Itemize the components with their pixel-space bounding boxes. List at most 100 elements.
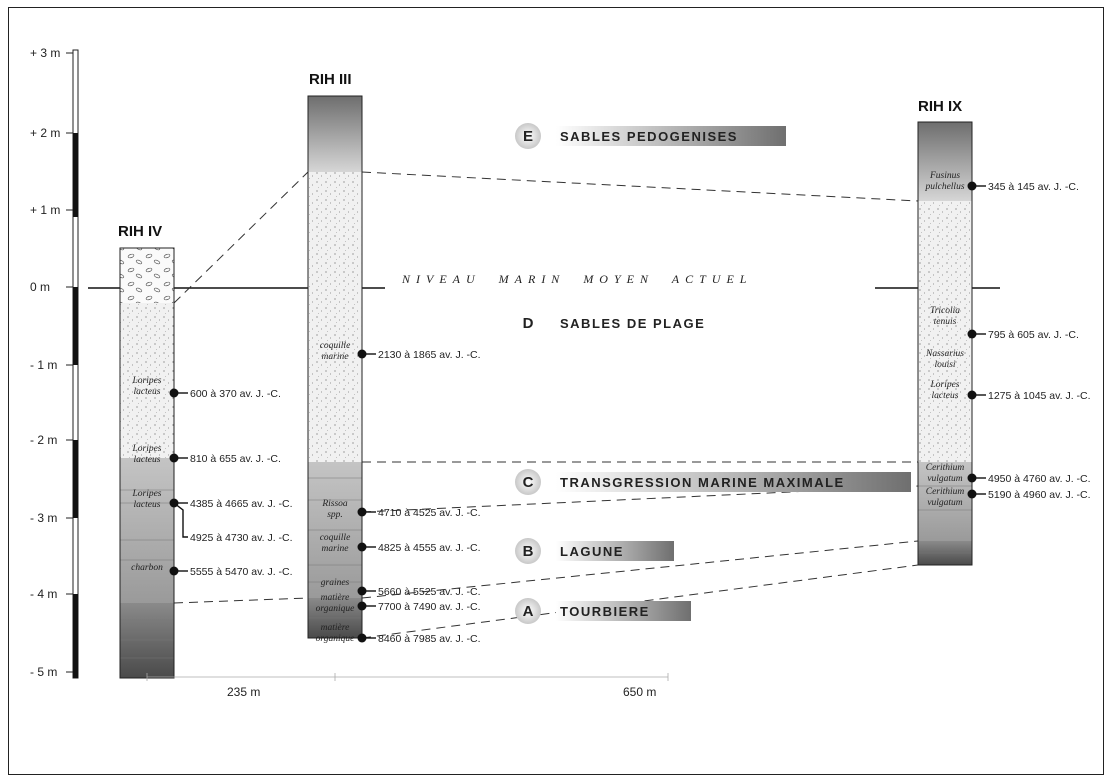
date-label: 7700 à 7490 av. J. -C. [378, 601, 481, 613]
sample-dot [357, 633, 367, 643]
unit-letter: E [523, 128, 533, 145]
scale-segment [73, 133, 78, 217]
column-rih-ix: RIH IX [917, 98, 973, 566]
sample-dot [967, 390, 977, 400]
taxon-label: vulgatum [927, 474, 962, 484]
unit-letter: D [523, 315, 534, 332]
date-label: 4710 à 4525 av. J. -C. [378, 507, 481, 519]
sample-dot [967, 329, 977, 339]
depth-label: - 2 m [30, 433, 57, 447]
correlation-line [361, 564, 919, 639]
date-label: 2130 à 1865 av. J. -C. [378, 349, 481, 361]
distance-axis: 235 m 650 m [146, 673, 669, 699]
taxon-label: marine [322, 352, 349, 362]
taxon-label: Loripes [929, 380, 959, 390]
unit-name: SABLES DE PLAGE [560, 316, 705, 331]
correlation-line [173, 597, 309, 604]
taxon-label: Loripes [131, 444, 161, 454]
unit-name: TRANSGRESSION MARINE MAXIMALE [560, 475, 845, 490]
date-label: 4825 à 4555 av. J. -C. [378, 542, 481, 554]
date-label: 4385 à 4665 av. J. -C. [190, 498, 293, 510]
taxon-label: coquille [320, 341, 351, 351]
taxon-label: vulgatum [927, 498, 962, 508]
layer-beach-sand [918, 201, 972, 462]
column-rih-iv: RIH IV [118, 223, 175, 679]
column-rih-iii: RIH III [307, 71, 363, 639]
layer-pebbles [120, 248, 174, 303]
depth-label: + 3 m [30, 46, 60, 60]
date-label: 345 à 145 av. J. -C. [988, 181, 1079, 193]
taxon-label: pulchellus [924, 182, 964, 192]
sample-dot [169, 453, 179, 463]
date-label: 5190 à 4960 av. J. -C. [988, 489, 1091, 501]
taxon-label: lacteus [134, 455, 161, 465]
correlation-lines [173, 171, 919, 639]
sample-dot [967, 181, 977, 191]
depth-label: + 1 m [30, 203, 60, 217]
sea-level-label: NIVEAU MARIN MOYEN ACTUEL [401, 272, 752, 286]
taxon-label: Loripes [131, 376, 161, 386]
taxon-label: lacteus [134, 387, 161, 397]
scale-segment [73, 440, 78, 518]
date-label: 810 à 655 av. J. -C. [190, 453, 281, 465]
layer-pedogenised-sand [308, 96, 362, 172]
taxon-label: lacteus [134, 500, 161, 510]
date-label: 600 à 370 av. J. -C. [190, 388, 281, 400]
unit-label-bg [556, 472, 911, 492]
unit-label-bg [556, 601, 691, 621]
date-label: 4950 à 4760 av. J. -C. [988, 473, 1091, 485]
unit-labels: E SABLES PEDOGENISES D SABLES DE PLAGE C TRAN… [515, 123, 911, 624]
unit-letter: C [523, 474, 534, 491]
distance-label: 650 m [623, 685, 656, 699]
unit-letter: B [523, 543, 534, 560]
depth-label: + 2 m [30, 126, 60, 140]
distance-label: 235 m [227, 685, 260, 699]
depth-label: - 5 m [30, 665, 57, 679]
column-title: RIH IV [118, 223, 162, 240]
correlation-line [361, 485, 919, 513]
taxon-label: Cerithium [926, 463, 965, 473]
correlation-line [361, 171, 919, 202]
taxon-label: organique [316, 634, 355, 644]
unit-letter-badge [515, 123, 541, 149]
sample-dot [169, 388, 179, 398]
layer-lagoon [120, 458, 174, 603]
taxon-label: louisi [934, 360, 955, 370]
column-title: RIH III [309, 71, 352, 88]
taxon-label: Fusinus [929, 171, 960, 181]
unit-letter-badge [515, 598, 541, 624]
taxon-label: lacteus [932, 391, 959, 401]
depth-label: 0 m [30, 280, 50, 294]
taxon-label: tenuis [934, 317, 957, 327]
taxon-label: charbon [131, 563, 163, 573]
figure-frame [8, 7, 1104, 775]
correlation-line [173, 171, 309, 304]
taxon-label: spp. [327, 510, 343, 520]
depth-label: - 4 m [30, 587, 57, 601]
sample-dot [357, 542, 367, 552]
taxon-label: Rissoa [321, 499, 348, 509]
sample-dot [967, 473, 977, 483]
column-title: RIH IX [918, 98, 962, 115]
taxon-label: marine [322, 544, 349, 554]
sea-level-label-bg [385, 276, 875, 298]
date-label: 4925 à 4730 av. J. -C. [190, 532, 293, 544]
date-label: 5660 à 5525 av. J. -C. [378, 586, 481, 598]
unit-label-bg [556, 541, 674, 561]
date-leader [173, 502, 188, 538]
taxon-label: organique [316, 604, 355, 614]
unit-name: LAGUNE [560, 544, 624, 559]
sample-dot [357, 601, 367, 611]
sample-dot [169, 566, 179, 576]
taxon-label: matière [321, 623, 350, 633]
sample-dot [357, 349, 367, 359]
unit-letter-badge [515, 538, 541, 564]
unit-name: SABLES PEDOGENISES [560, 129, 738, 144]
taxon-label: Loripes [131, 489, 161, 499]
sample-dot [967, 489, 977, 499]
layer-pedogenised-sand [918, 122, 972, 201]
layer-beach-sand [308, 172, 362, 462]
scale-segment [73, 594, 78, 678]
